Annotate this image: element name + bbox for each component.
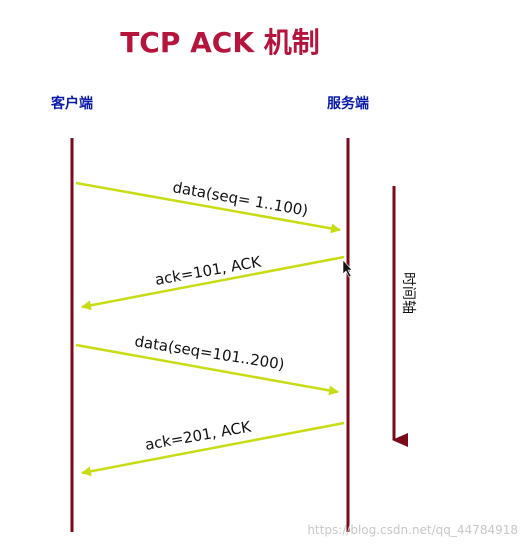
mouse-cursor-icon	[342, 259, 353, 278]
actor-client-label: 客户端	[50, 95, 93, 112]
message-arrow-3	[75, 343, 339, 396]
message-arrow-1	[75, 181, 341, 234]
actor-server-label: 服务端	[327, 95, 369, 112]
diagram-title: TCP ACK 机制	[120, 26, 320, 59]
message-arrow-4	[81, 421, 345, 477]
watermark-url: https://blog.csdn.net/qq_44784918	[307, 523, 518, 537]
time-axis-label: 时间轴	[400, 272, 416, 314]
message-label-4: ack=201, ACK	[144, 417, 254, 454]
message-label-3: data(seq=101..200)	[133, 332, 285, 373]
message-arrow-2	[81, 255, 345, 311]
